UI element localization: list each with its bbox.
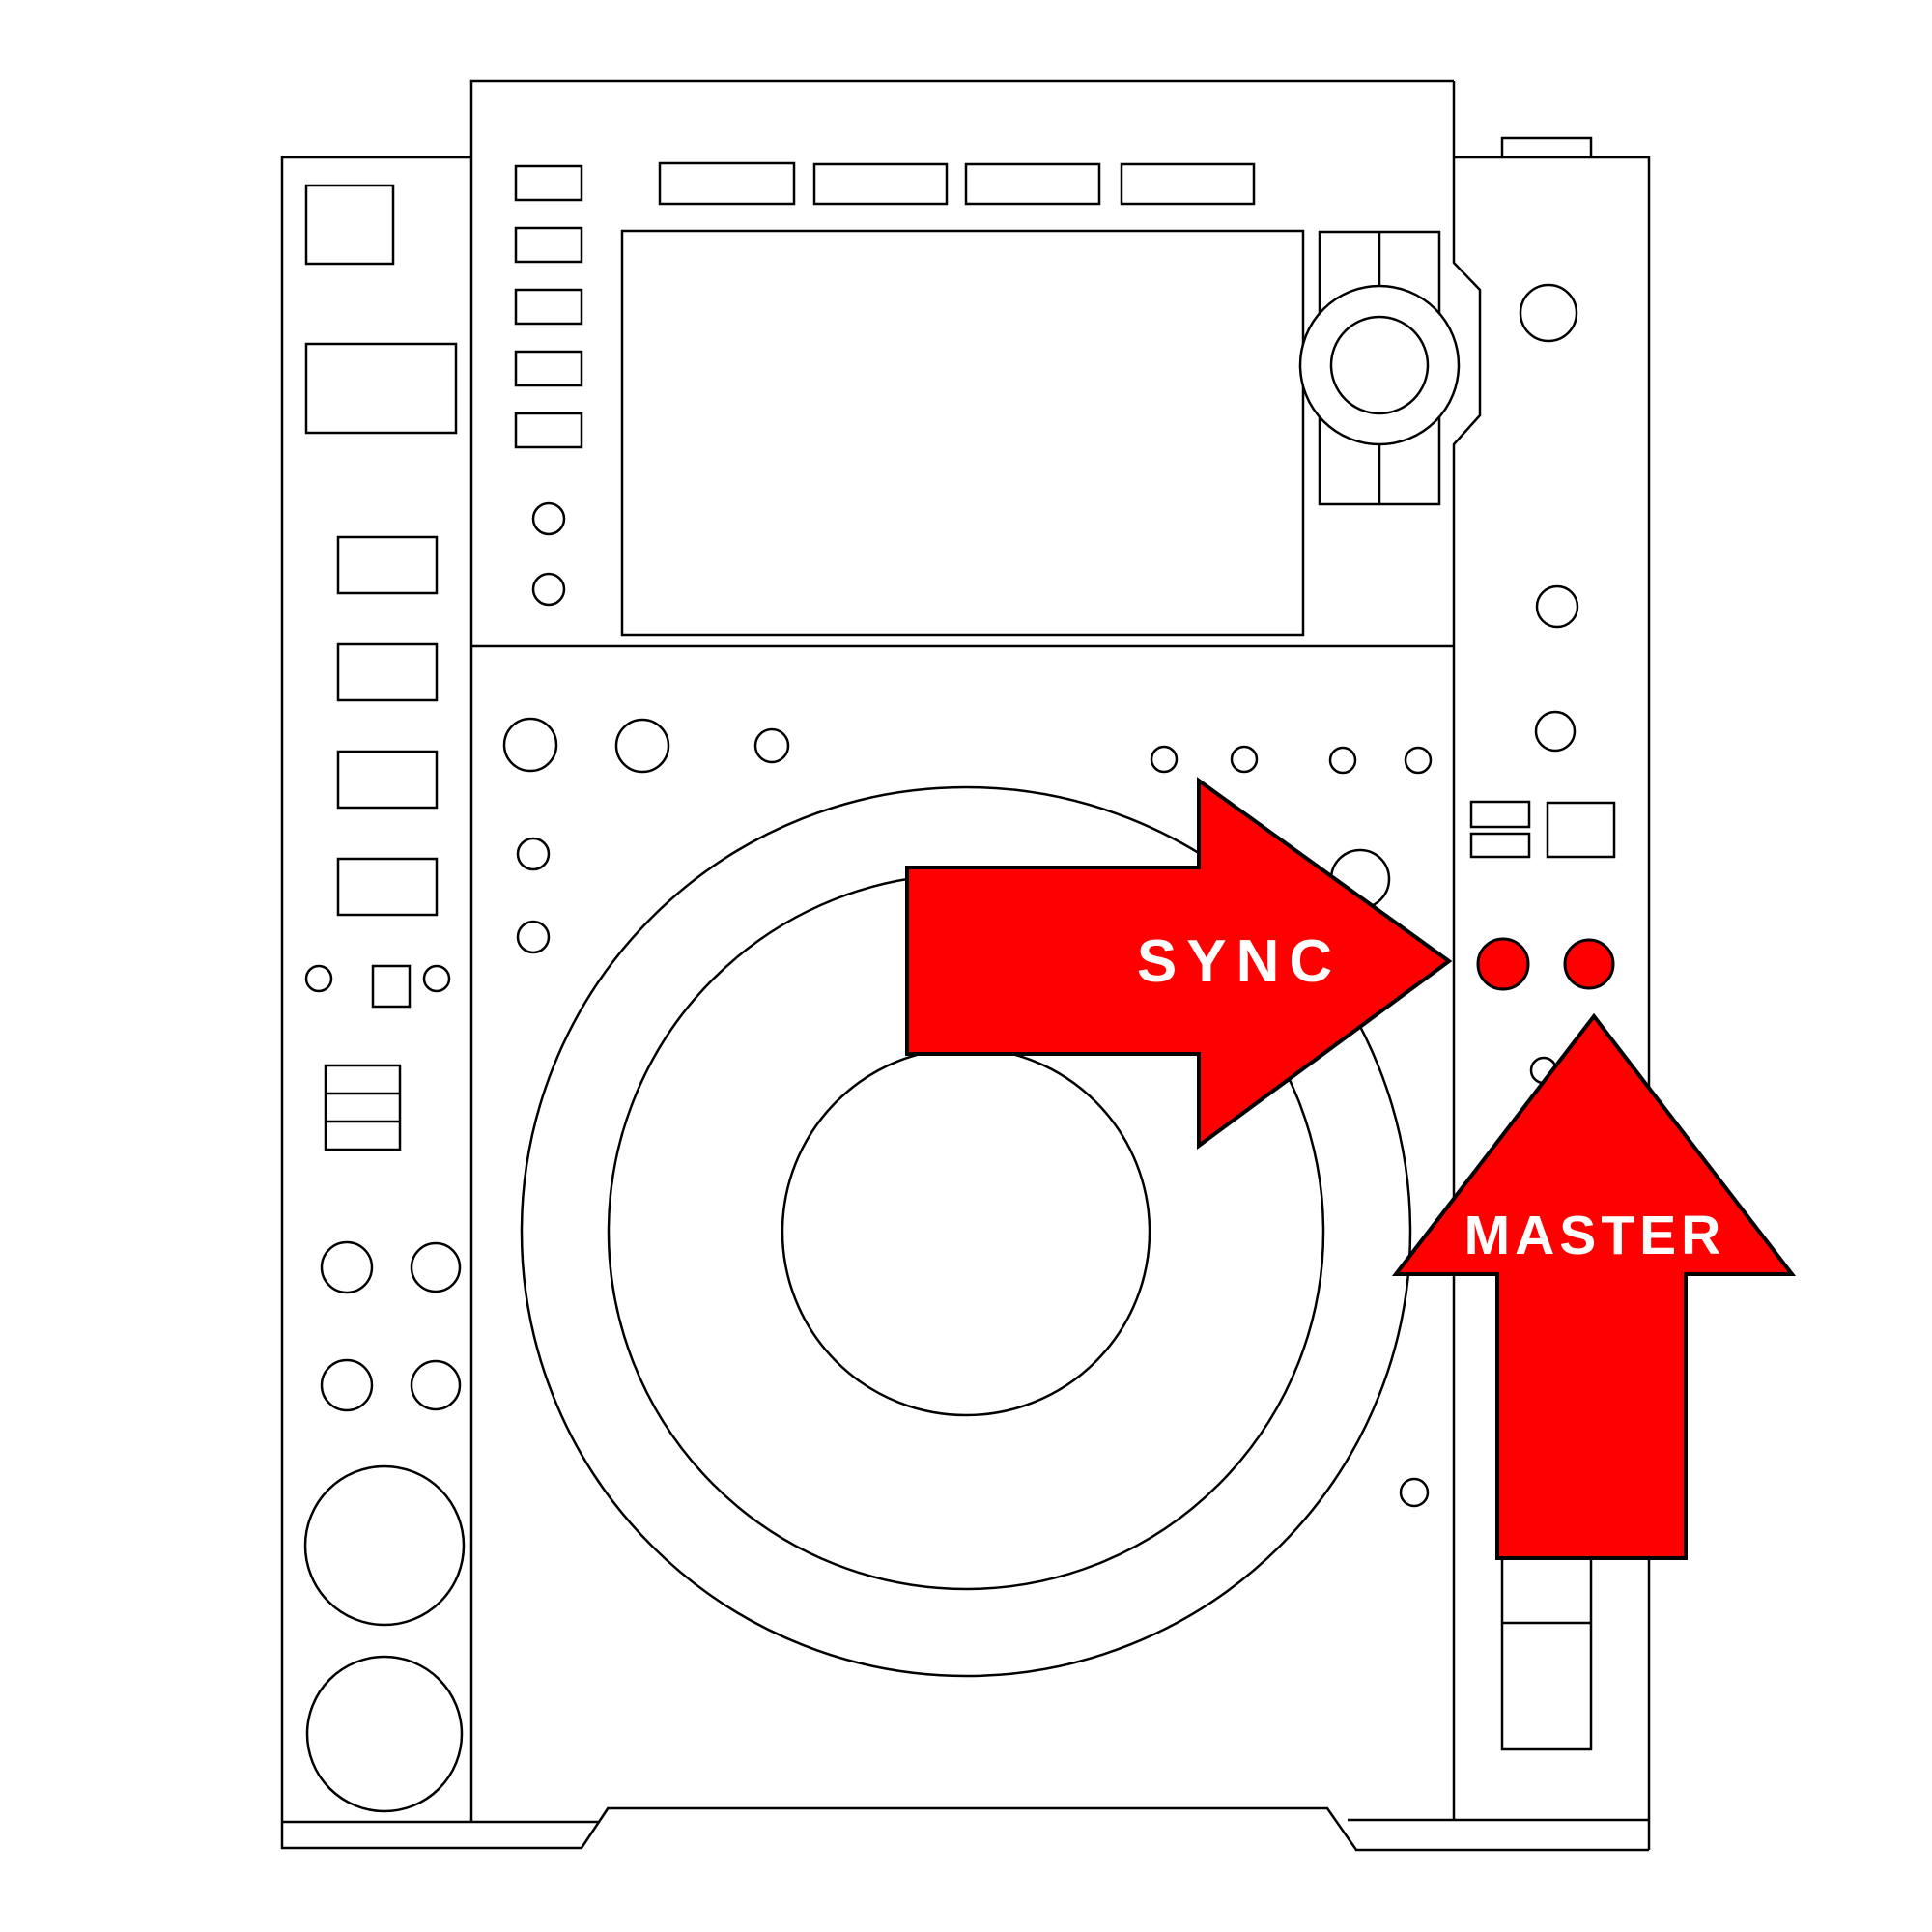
left-panel-controls [303, 184, 466, 1813]
browse-knob [1298, 230, 1461, 506]
browse-knob-outer [1298, 284, 1461, 446]
loop-button-3 [320, 1358, 374, 1412]
display-screen [620, 229, 1305, 637]
round-button-small-1 [531, 501, 566, 536]
side-dot-1 [516, 837, 551, 871]
display-section [514, 161, 1461, 637]
loop-button-1 [320, 1240, 374, 1294]
side-button-1 [336, 535, 439, 595]
loop-button-4 [410, 1359, 462, 1411]
indicator-dot-3 [1328, 746, 1357, 775]
side-button-4 [336, 857, 439, 917]
jog-corner-dot [1399, 1477, 1430, 1508]
jog-wheel-center [781, 1046, 1151, 1417]
side-button-2 [336, 642, 439, 702]
mode-slider-body [324, 1064, 402, 1151]
menu-button-3 [964, 162, 1101, 206]
display-side-button-5 [514, 412, 583, 449]
display-side-button-3 [514, 288, 583, 326]
display-side-button-2 [514, 226, 583, 264]
tempo-range-button-1 [1469, 800, 1531, 829]
cue-button [303, 1464, 466, 1627]
master-arrow [1391, 1012, 1797, 1560]
menu-button-4 [1120, 162, 1256, 206]
display-side-button-1 [514, 164, 583, 202]
tempo-fader [1500, 1524, 1593, 1751]
small-square-button [371, 964, 412, 1009]
master-button [1563, 938, 1615, 990]
indicator-dot-2 [1230, 745, 1259, 774]
right-round-button-1 [1519, 283, 1578, 343]
indicator-dot-4 [1404, 746, 1433, 775]
base-feet [609, 1806, 1649, 1852]
usb-slot [304, 342, 458, 435]
mode-slider [324, 1064, 402, 1151]
indicator-dot-1 [1150, 745, 1179, 774]
tempo-reset-button [1546, 801, 1616, 859]
right-panel-controls [1469, 283, 1616, 1751]
jog-wheel-outer-ring [520, 785, 1412, 1678]
small-round-button-right [422, 964, 451, 993]
device-outline [280, 79, 1651, 1852]
display-side-button-4 [514, 350, 583, 387]
loop-button-2 [410, 1241, 462, 1293]
menu-button-1 [658, 161, 796, 206]
beat-jump-button-1 [502, 717, 558, 773]
main-panel [469, 79, 1482, 1822]
beat-jump-button-3 [753, 727, 790, 764]
master-label: MASTER [1464, 1205, 1726, 1266]
side-dot-2 [516, 920, 551, 954]
menu-button-2 [812, 162, 949, 206]
sync-arrow [905, 777, 1453, 1150]
tempo-fader-slot [1500, 1524, 1593, 1751]
beat-jump-button-2 [614, 718, 670, 774]
sync-label: SYNC [1137, 928, 1342, 995]
small-round-button-left [304, 964, 333, 993]
tempo-range-button-2 [1469, 832, 1531, 859]
eject-button [304, 184, 395, 266]
browse-knob-inner [1329, 315, 1430, 415]
right-round-button-3 [1534, 710, 1577, 753]
beat-sync-button [1476, 937, 1530, 991]
play-pause-button [305, 1655, 464, 1813]
right-round-button-2 [1535, 584, 1579, 629]
jog-section [502, 717, 1433, 1678]
side-button-3 [336, 750, 439, 810]
annotations: SYNC MASTER [905, 777, 1797, 1560]
round-button-small-2 [531, 572, 566, 607]
left-panel [280, 156, 611, 1850]
